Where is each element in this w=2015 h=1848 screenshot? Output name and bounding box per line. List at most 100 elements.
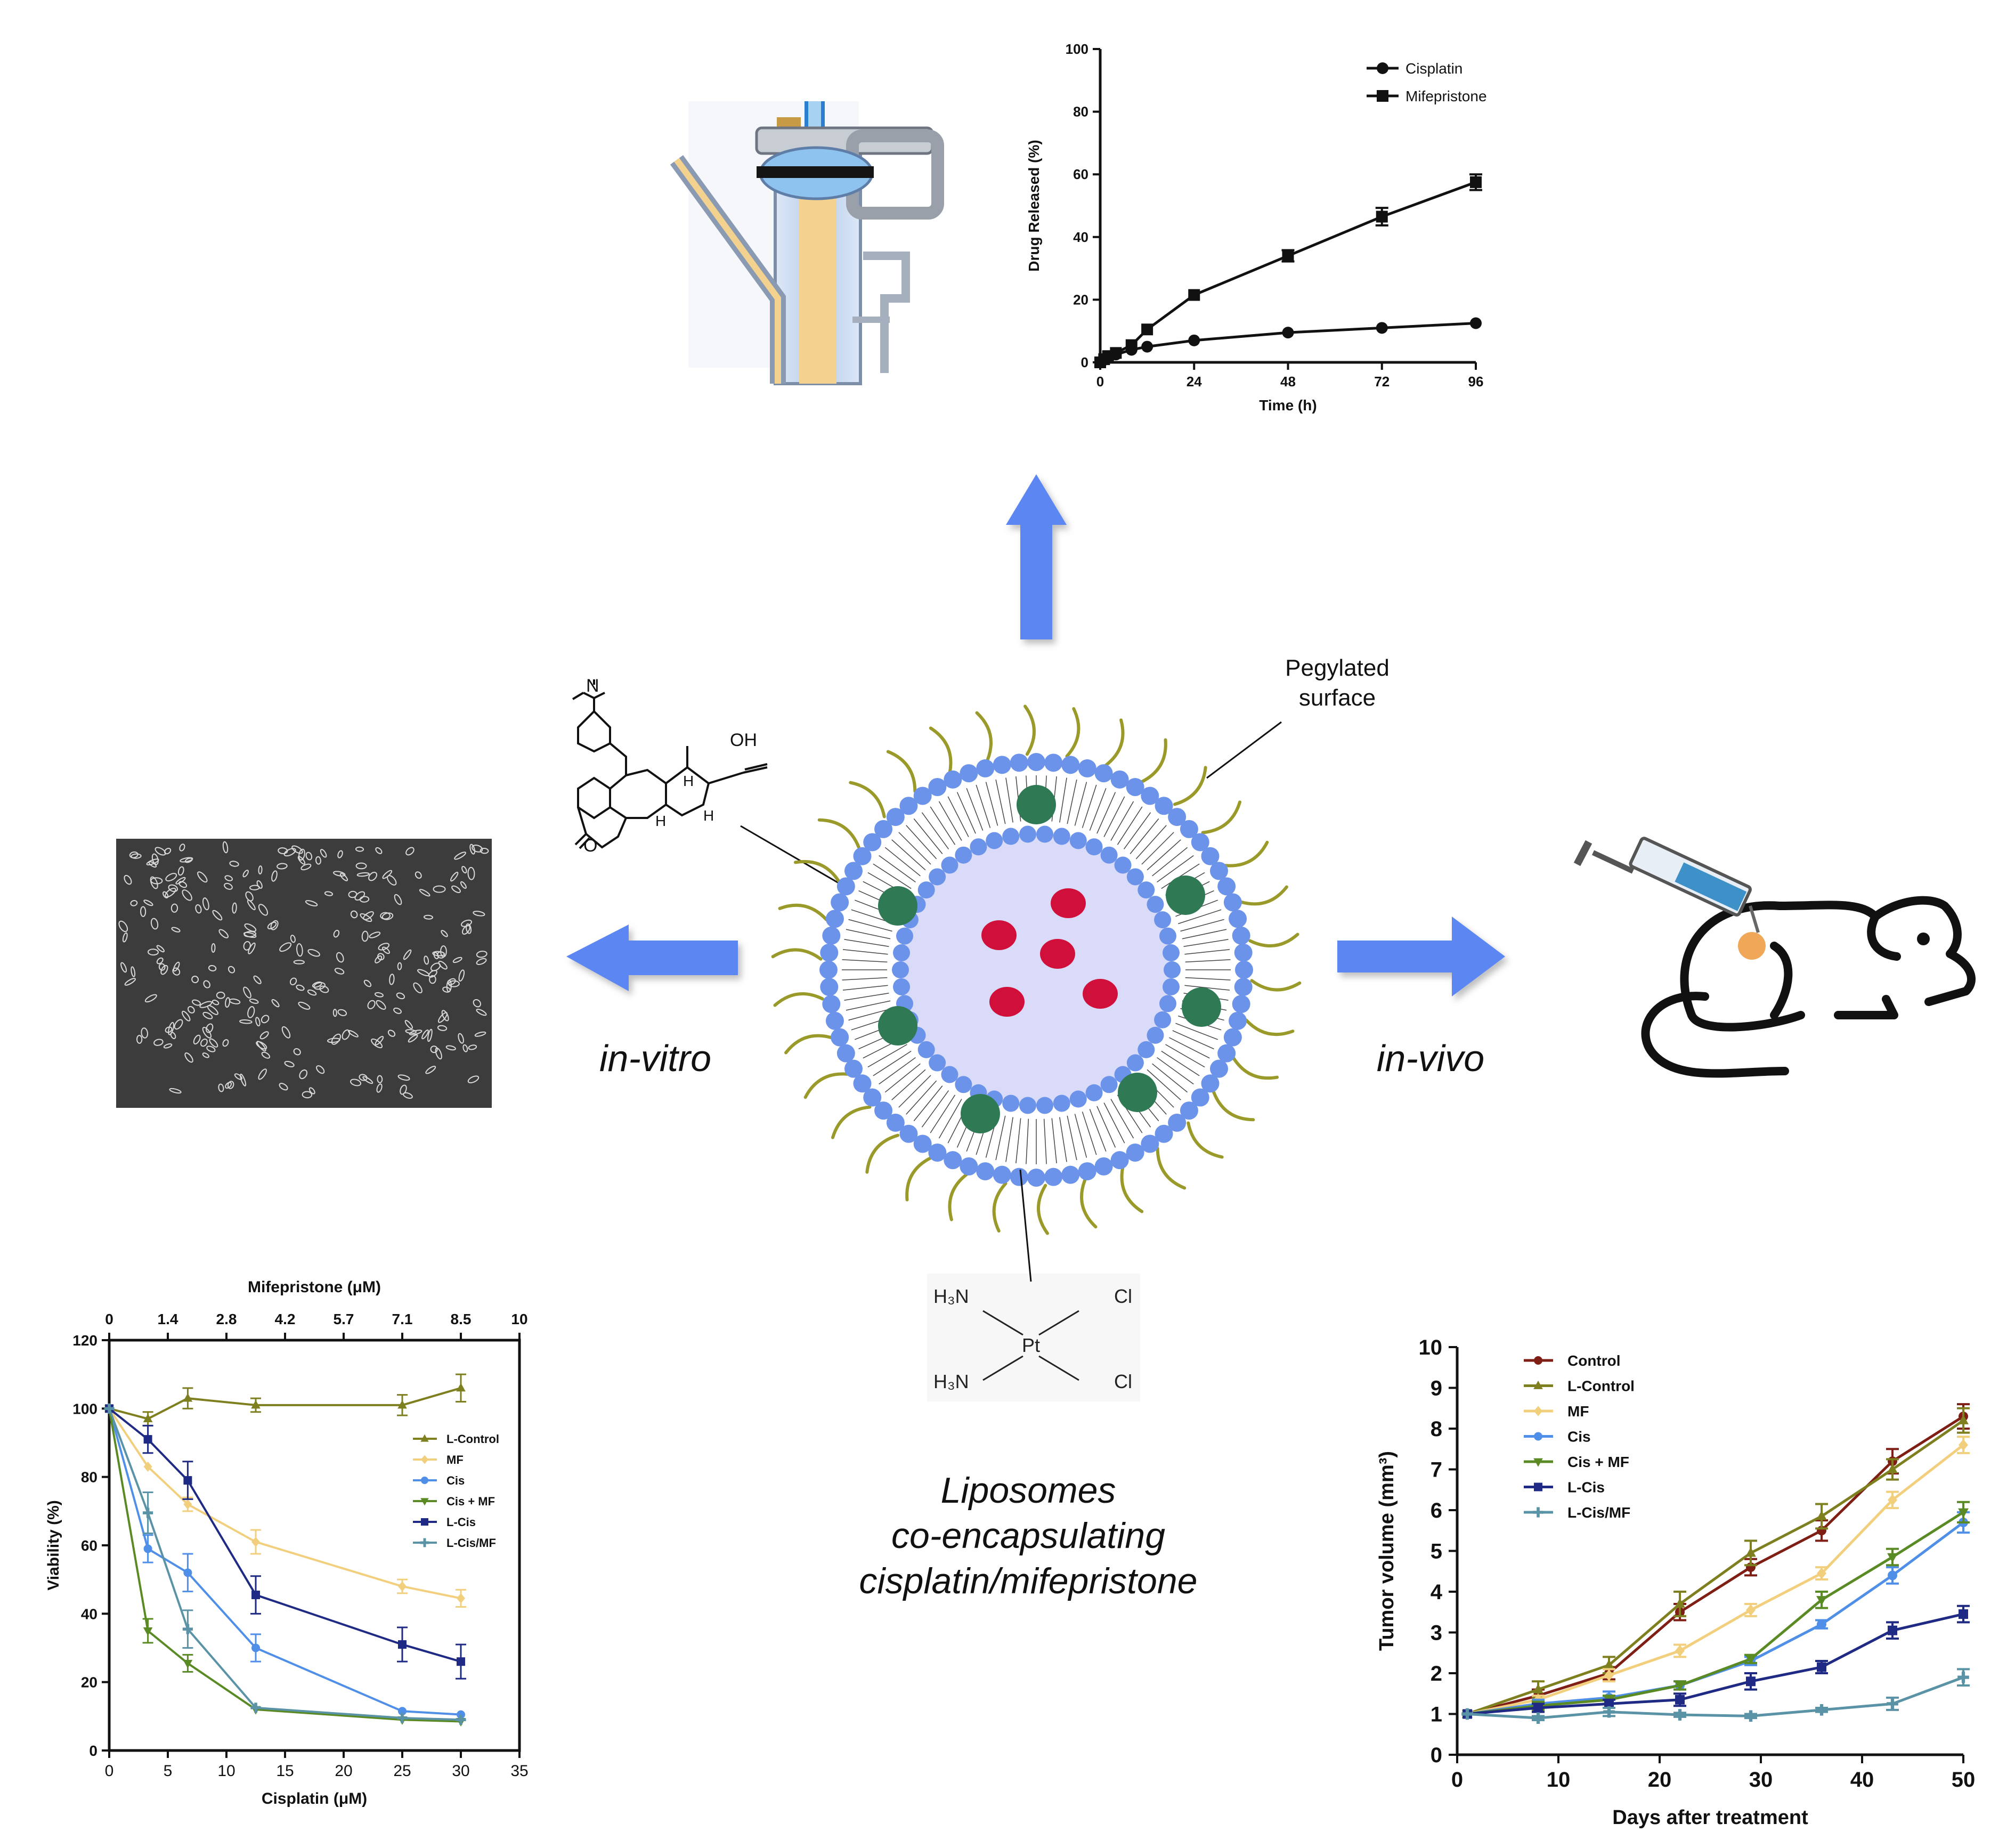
viability-point <box>398 1640 407 1649</box>
cell <box>239 1019 253 1024</box>
cell <box>305 900 318 907</box>
peg-chain <box>1023 704 1036 756</box>
viability-point <box>456 1714 466 1725</box>
viability-point <box>183 1568 192 1577</box>
cell <box>437 1012 448 1023</box>
lipid-tail <box>1141 832 1174 865</box>
lipid-tail <box>956 792 976 834</box>
viability-point <box>143 1507 153 1518</box>
outer-phospholipid-head <box>944 770 962 789</box>
lipid-tail <box>848 1008 892 1021</box>
cell <box>131 853 142 859</box>
cell <box>355 846 364 852</box>
tumor-point <box>1959 1439 1968 1451</box>
mifepristone-molecule <box>961 1094 1000 1133</box>
cell <box>170 903 178 913</box>
cell <box>208 964 217 971</box>
peg-chain <box>784 1034 833 1055</box>
release-legend-label: Mifepristone <box>1405 88 1487 104</box>
cell <box>218 929 229 938</box>
cell <box>359 896 370 903</box>
cell <box>170 1032 176 1040</box>
cell <box>468 1044 477 1050</box>
cell <box>460 881 467 889</box>
inner-phospholipid-head <box>1036 825 1054 843</box>
viability-legend-label: L-Cis/MF <box>446 1536 496 1550</box>
tumor-y-tick-label: 0 <box>1431 1744 1442 1767</box>
cell <box>202 897 209 911</box>
lipid-tail <box>995 779 1006 824</box>
cell <box>375 955 383 963</box>
inner-phospholipid-head <box>1019 825 1036 843</box>
cell <box>169 1088 182 1094</box>
viability-legend-marker <box>421 1455 428 1464</box>
tumor-legend-marker <box>1534 1482 1542 1492</box>
viability-x-tick-label: 20 <box>335 1762 352 1780</box>
tumor-point <box>1533 1703 1543 1713</box>
lipid-tail <box>1185 959 1231 963</box>
cell <box>197 871 208 883</box>
outer-phospholipid-head <box>899 1124 918 1143</box>
viability-x2-tick-label: 2.8 <box>216 1311 237 1327</box>
molecule-oh-label: OH <box>730 730 757 750</box>
mifepristone-structure <box>572 679 768 849</box>
cell <box>337 850 343 858</box>
caption-line1: Liposomes <box>941 1470 1116 1511</box>
cell <box>140 906 147 917</box>
cell <box>271 870 278 882</box>
outer-phospholipid-head <box>928 778 947 797</box>
lipid-tail <box>1043 1118 1047 1164</box>
outer-phospholipid-head <box>1061 1165 1080 1184</box>
lipid-tail <box>842 985 888 991</box>
tumor-y-tick-label: 9 <box>1431 1377 1442 1400</box>
cell <box>452 957 462 963</box>
inner-phospholipid-head <box>1159 927 1176 945</box>
viability-series-line <box>108 1408 461 1600</box>
lipid-tail <box>1123 812 1151 849</box>
peg-chain <box>773 992 824 1007</box>
cell <box>480 847 489 854</box>
mifepristone-molecule <box>1118 1073 1157 1112</box>
mouse-icon <box>1641 896 1976 1078</box>
viability-point <box>182 1624 193 1634</box>
cell <box>334 968 345 975</box>
lipid-tail <box>891 839 926 871</box>
cell <box>389 974 395 985</box>
cisplatin-structure: H₃N H₃N Pt Cl Cl <box>927 1169 1140 1401</box>
viability-point <box>251 1643 260 1652</box>
cell <box>187 1006 195 1014</box>
cell <box>290 935 296 943</box>
cell <box>473 911 485 917</box>
cell <box>232 902 237 914</box>
release-x-tick-label: 24 <box>1187 374 1202 390</box>
cell <box>362 1076 373 1084</box>
cell <box>377 953 385 961</box>
tumor-x-tick-label: 0 <box>1451 1768 1463 1792</box>
outer-phospholipid-head <box>1217 1044 1236 1063</box>
tumor-point <box>1746 1676 1756 1687</box>
outer-phospholipid-head <box>853 1074 872 1093</box>
viability-x-tick-label: 5 <box>164 1762 173 1780</box>
outer-phospholipid-head <box>913 1134 932 1153</box>
cell <box>168 884 178 892</box>
lipid-tail <box>930 1095 956 1133</box>
lipid-tail <box>1169 1037 1210 1059</box>
cell <box>261 1051 271 1059</box>
molecule-n-label: N <box>586 676 599 696</box>
cell <box>165 887 176 898</box>
lipid-tail <box>898 1075 931 1108</box>
viability-point <box>251 1536 260 1547</box>
inner-phospholipid-head <box>1053 1095 1070 1112</box>
cell <box>255 1017 261 1027</box>
tumor-x-label: Days after treatment <box>1612 1806 1808 1829</box>
cell <box>307 989 317 996</box>
viability-point <box>104 1403 115 1414</box>
outer-phospholipid-head <box>825 1011 844 1030</box>
cell <box>258 865 263 874</box>
viability-point <box>457 1710 465 1719</box>
cell <box>156 957 164 964</box>
lipid-tail <box>1165 1044 1205 1068</box>
cell <box>175 877 186 885</box>
lipid-tail <box>906 1080 937 1115</box>
